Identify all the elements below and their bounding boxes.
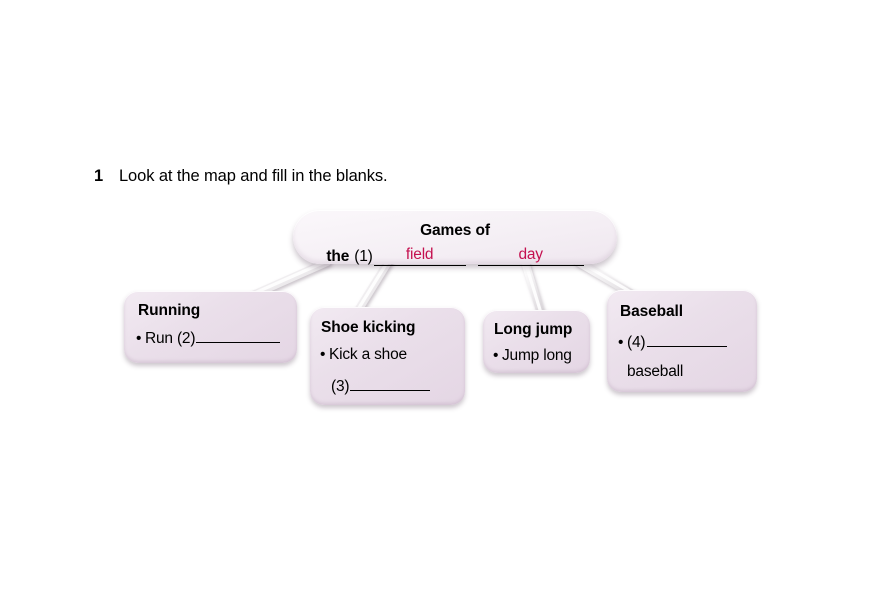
instruction-line: 1 Look at the map and fill in the blanks… <box>94 167 388 186</box>
bullet-icon: • <box>136 330 142 347</box>
instruction-text: Look at the map and fill in the blanks. <box>118 167 388 185</box>
mindmap-node-longjump: Long jump •Jump long <box>483 310 590 373</box>
answer-slot-1[interactable]: field <box>373 246 466 266</box>
answer-text-1: field <box>405 246 434 263</box>
blank-answer-2[interactable] <box>196 329 281 343</box>
root-title: Games of <box>420 222 490 239</box>
node-title-baseball: Baseball <box>620 303 683 320</box>
node-item-text-longjump: Jump long <box>502 347 572 364</box>
bullet-icon: • <box>493 347 499 364</box>
node-item-longjump: •Jump long <box>493 348 572 364</box>
root-the-label: the <box>326 248 350 265</box>
mindmap-root-node: Games of the (1) field day <box>293 210 617 266</box>
node-blank-number-3: (3) <box>331 378 350 395</box>
root-blank-number: (1) <box>354 248 373 265</box>
node-item-text-baseball: baseball <box>627 363 684 380</box>
node-item-baseball-second-line: baseball <box>627 364 683 380</box>
mindmap-node-baseball: Baseball •(4) baseball <box>607 290 757 392</box>
root-answer-row: the (1) field day <box>293 246 617 266</box>
connector-to-longjump <box>521 258 545 318</box>
connector-to-shoekicking <box>353 258 392 316</box>
bullet-icon: • <box>618 334 624 351</box>
node-title-shoekicking: Shoe kicking <box>321 319 416 336</box>
node-title-longjump: Long jump <box>494 321 573 338</box>
bullet-icon: • <box>320 346 326 363</box>
node-item-text-shoekicking: Kick a shoe <box>329 346 407 363</box>
node-title-running: Running <box>138 302 201 319</box>
node-blank-number-4: (4) <box>627 334 646 351</box>
mindmap-node-running: Running •Run (2) <box>124 291 297 363</box>
question-number: 1 <box>94 167 103 185</box>
node-item-shoekicking-blank-row: (3) <box>331 377 431 395</box>
mindmap-node-shoekicking: Shoe kicking •Kick a shoe (3) <box>310 307 465 405</box>
blank-answer-3[interactable] <box>350 377 431 391</box>
node-item-baseball: •(4) <box>618 333 728 351</box>
node-item-shoekicking: •Kick a shoe <box>320 347 407 363</box>
answer-slot-2[interactable]: day <box>477 246 584 266</box>
answer-text-2: day <box>518 246 543 263</box>
node-item-running: •Run (2) <box>136 329 281 347</box>
node-item-text-running: Run (2) <box>145 330 196 347</box>
blank-answer-4[interactable] <box>647 333 728 347</box>
